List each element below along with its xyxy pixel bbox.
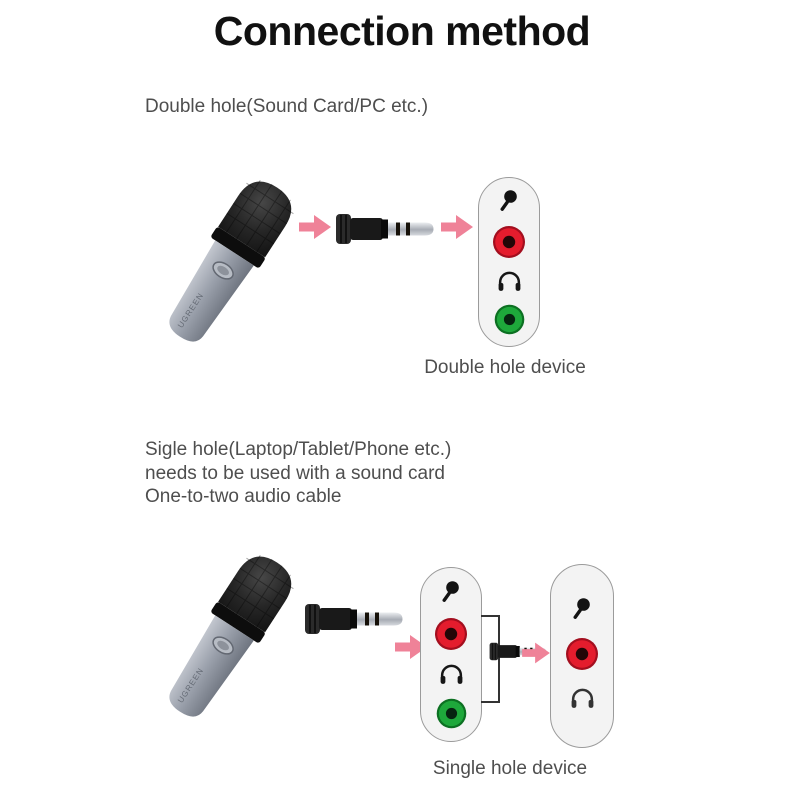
headphone-icon xyxy=(571,688,593,708)
splitter-cable xyxy=(481,615,500,703)
arrow-right-icon xyxy=(522,642,550,664)
jack-plug-icon xyxy=(305,604,403,634)
microphone-illustration: UGREEN xyxy=(148,543,313,738)
single-hole-device-panel xyxy=(550,564,614,748)
sound-card-adapter-panel xyxy=(420,567,482,742)
microphone-illustration: UGREEN xyxy=(148,168,313,363)
headphone-icon xyxy=(498,271,520,292)
arrow-right-icon xyxy=(441,215,473,239)
double-hole-section-label: Double hole(Sound Card/PC etc.) xyxy=(145,96,429,117)
single-hole-device-caption: Single hole device xyxy=(432,758,588,779)
mic-port xyxy=(566,638,598,670)
single-hole-section-label: Sigle hole(Laptop/Tablet/Phone etc.) nee… xyxy=(145,438,451,509)
single-hole-label-line-1: Sigle hole(Laptop/Tablet/Phone etc.) xyxy=(145,439,452,460)
headphone-port xyxy=(494,304,524,334)
single-hole-label-line-3: One-to-two audio cable xyxy=(145,486,342,507)
mic-port xyxy=(435,617,467,650)
double-hole-device-caption: Double hole device xyxy=(424,357,586,378)
mic-icon xyxy=(442,581,459,603)
jack-plug-icon xyxy=(336,214,434,244)
page-title: Connection method xyxy=(213,8,591,54)
headphone-icon xyxy=(440,664,462,685)
double-hole-device-panel xyxy=(478,177,540,347)
mic-port xyxy=(493,225,525,258)
arrow-right-icon xyxy=(299,215,331,239)
headphone-port xyxy=(436,698,466,728)
mic-icon xyxy=(573,598,590,619)
mic-icon xyxy=(500,190,517,212)
arrow-right-icon xyxy=(395,635,427,659)
single-hole-label-line-2: needs to be used with a sound card xyxy=(145,462,445,484)
